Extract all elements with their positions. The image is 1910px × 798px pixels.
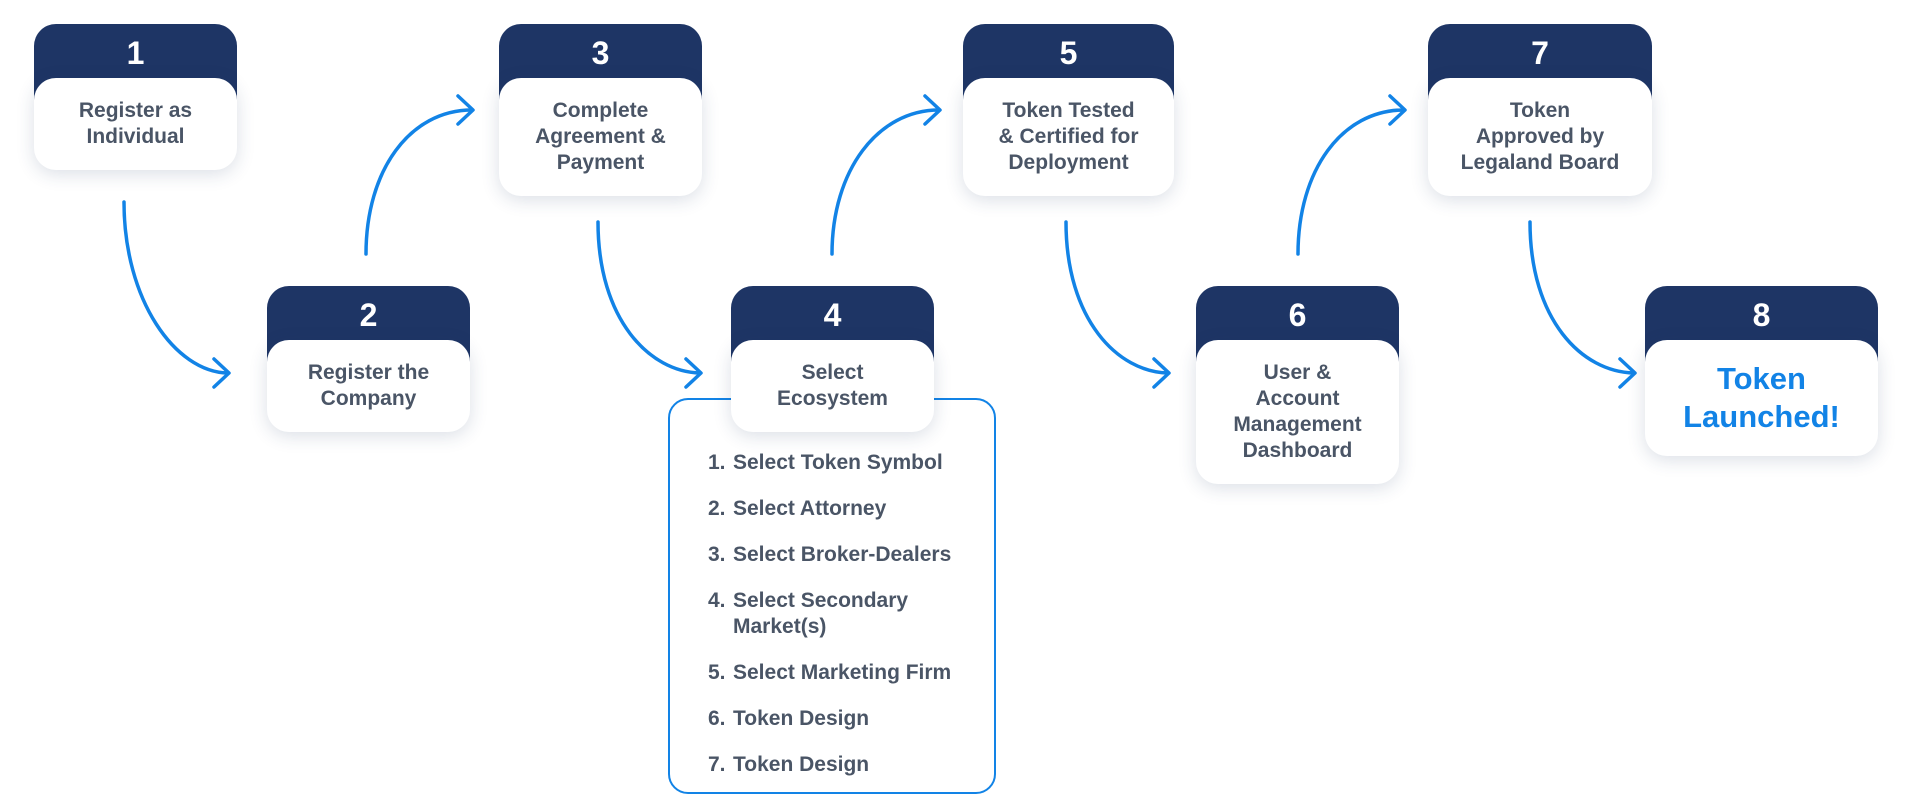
step-label: User & Account Management Dashboard xyxy=(1233,361,1362,462)
ecosystem-subtask-item: 6. Token Design xyxy=(708,706,988,732)
arrow-1-to-2 xyxy=(122,200,230,375)
step-label-box: Select Ecosystem xyxy=(731,340,934,432)
arrow-4-to-5 xyxy=(830,108,941,256)
subtask-text: Select Marketing Firm xyxy=(733,661,952,684)
ecosystem-subtask-item: 4. Select Secondary Market(s) xyxy=(708,588,988,640)
step-label-box: Complete Agreement & Payment xyxy=(499,78,702,196)
arrowhead-6-to-7 xyxy=(1388,94,1407,126)
step-2-card: 2 Register the Company xyxy=(267,286,470,432)
step-label: Complete Agreement & Payment xyxy=(535,99,666,174)
step-label: Register the Company xyxy=(307,361,430,410)
arrow-2-to-3 xyxy=(364,108,474,256)
step-4-card: 4 Select Ecosystem xyxy=(731,286,934,432)
ecosystem-subtasks-panel: 1.Select Token Symbol 2.Select Attorney … xyxy=(668,398,996,794)
arrowhead-1-to-2 xyxy=(212,357,231,389)
step-8-card: 8 Token Launched! xyxy=(1645,286,1878,456)
step-label-box: Token Approved by Legaland Board xyxy=(1428,78,1652,196)
step-label-box: Register as Individual xyxy=(34,78,237,170)
subtask-number: 5. xyxy=(708,661,726,684)
subtask-number: 7. xyxy=(708,753,726,776)
step-label: Select Ecosystem xyxy=(777,361,888,410)
step-label: Token Approved by Legaland Board xyxy=(1460,99,1620,174)
step-5-card: 5 Token Tested & Certified for Deploymen… xyxy=(963,24,1174,196)
step-label: Register as Individual xyxy=(78,99,193,148)
subtask-number: 3. xyxy=(708,543,726,566)
arrow-7-to-8 xyxy=(1528,220,1636,375)
ecosystem-subtask-item: 2. Select Attorney xyxy=(708,496,988,522)
subtask-number: 1. xyxy=(708,451,726,474)
subtask-number: 2. xyxy=(708,497,726,520)
step-7-card: 7 Token Approved by Legaland Board xyxy=(1428,24,1652,196)
subtask-number: 4. xyxy=(708,589,726,612)
subtask-text: Select Attorney xyxy=(733,497,887,520)
step-1-card: 1 Register as Individual xyxy=(34,24,237,170)
step-label-box: Token Tested & Certified for Deployment xyxy=(963,78,1174,196)
subtask-text: Token Design xyxy=(733,707,870,730)
subtask-text: Select Broker-Dealers xyxy=(733,543,952,566)
ecosystem-subtask-item: 1. Select Token Symbol xyxy=(708,450,988,476)
ecosystem-subtask-list: 1.Select Token Symbol 2.Select Attorney … xyxy=(708,450,988,798)
subtask-number: 6. xyxy=(708,707,726,730)
subtask-text: Select Token Symbol xyxy=(733,451,943,474)
step-label-box: Register the Company xyxy=(267,340,470,432)
arrow-6-to-7 xyxy=(1296,108,1406,256)
arrowhead-4-to-5 xyxy=(923,94,942,126)
ecosystem-subtask-item: 5. Select Marketing Firm xyxy=(708,660,988,686)
arrowhead-5-to-6 xyxy=(1152,357,1171,389)
arrowhead-3-to-4 xyxy=(684,357,703,389)
subtask-text: Select Secondary Market(s) xyxy=(733,589,909,638)
step-3-card: 3 Complete Agreement & Payment xyxy=(499,24,702,196)
arrow-5-to-6 xyxy=(1064,220,1170,375)
step-label-box: User & Account Management Dashboard xyxy=(1196,340,1399,484)
subtask-text: Token Design xyxy=(733,753,870,776)
ecosystem-subtask-item: 7. Token Design xyxy=(708,752,988,778)
step-label: Token Tested & Certified for Deployment xyxy=(998,99,1139,174)
arrowhead-7-to-8 xyxy=(1618,357,1637,389)
step-6-card: 6 User & Account Management Dashboard xyxy=(1196,286,1399,484)
arrowhead-2-to-3 xyxy=(456,94,475,126)
step-label-box: Token Launched! xyxy=(1645,340,1878,456)
step-label: Token Launched! xyxy=(1683,361,1840,434)
arrow-3-to-4 xyxy=(596,220,702,375)
ecosystem-subtask-item: 3. Select Broker-Dealers xyxy=(708,542,988,568)
